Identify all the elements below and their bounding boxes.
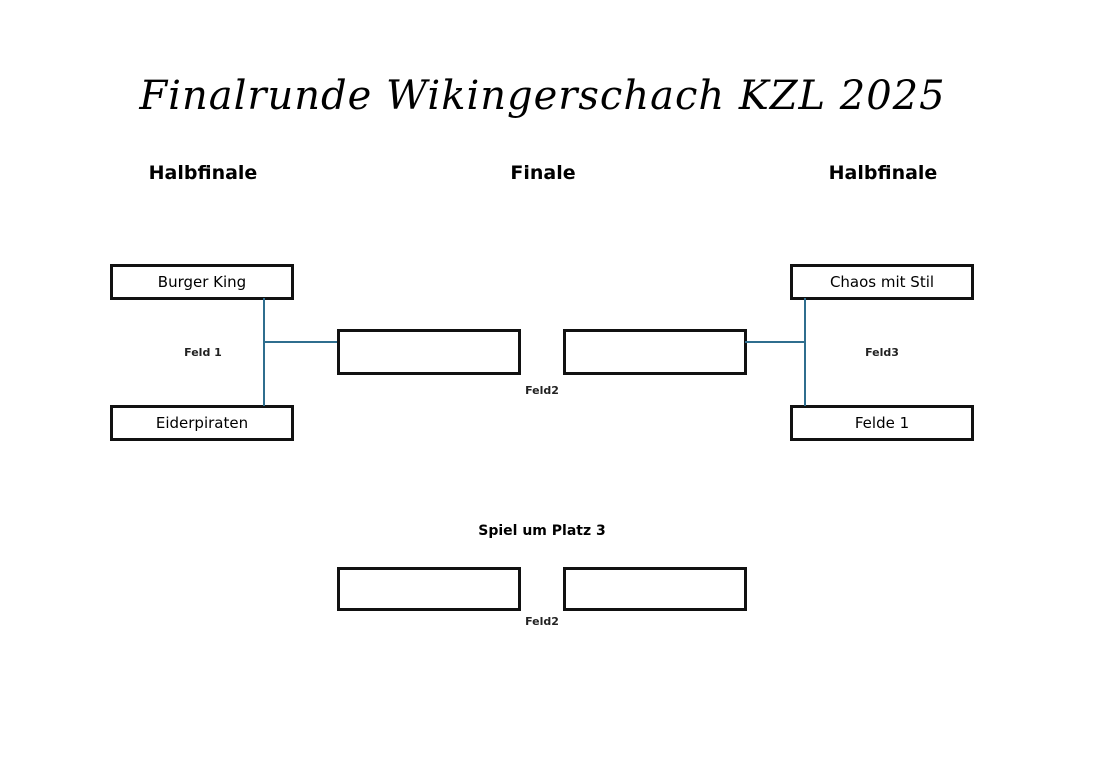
third-place-slot-right bbox=[563, 567, 747, 611]
field-label-final: Feld2 bbox=[525, 384, 559, 397]
connector-left-vertical bbox=[263, 298, 265, 406]
connector-left-horizontal bbox=[263, 341, 339, 343]
field-label-right-semifinal: Feld3 bbox=[865, 346, 899, 359]
third-place-slot-left bbox=[337, 567, 521, 611]
page-title: Finalrunde Wikingerschach KZL 2025 bbox=[139, 73, 946, 119]
heading-left-semifinal: Halbfinale bbox=[148, 162, 258, 184]
heading-final: Finale bbox=[510, 162, 576, 184]
connector-right-horizontal bbox=[745, 341, 806, 343]
team-box-right-bottom: Felde 1 bbox=[790, 405, 974, 441]
final-slot-right bbox=[563, 329, 747, 375]
team-name-left-top: Burger King bbox=[157, 273, 247, 291]
team-name-right-bottom: Felde 1 bbox=[854, 414, 910, 432]
field-label-third-place: Feld2 bbox=[525, 615, 559, 628]
field-label-left-semifinal: Feld 1 bbox=[184, 346, 222, 359]
team-box-left-top: Burger King bbox=[110, 264, 294, 300]
heading-right-semifinal: Halbfinale bbox=[828, 162, 938, 184]
team-name-left-bottom: Eiderpiraten bbox=[155, 414, 249, 432]
team-box-right-top: Chaos mit Stil bbox=[790, 264, 974, 300]
third-place-heading: Spiel um Platz 3 bbox=[478, 523, 606, 539]
final-slot-left bbox=[337, 329, 521, 375]
team-box-left-bottom: Eiderpiraten bbox=[110, 405, 294, 441]
connector-right-vertical bbox=[804, 298, 806, 406]
team-name-right-top: Chaos mit Stil bbox=[829, 273, 935, 291]
